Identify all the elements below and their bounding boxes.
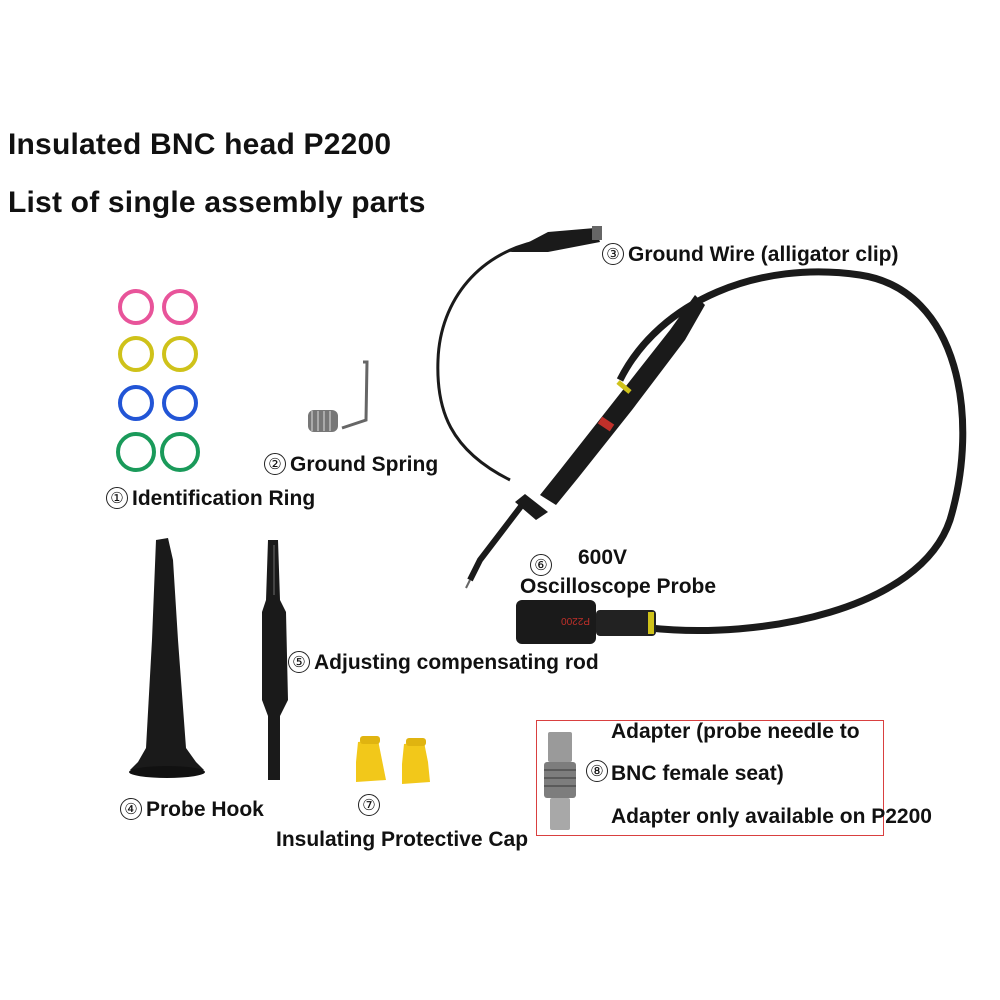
adapter-highlight-box xyxy=(536,720,884,836)
bnc-head-image: P2200 xyxy=(516,600,656,644)
identification-rings xyxy=(116,289,200,472)
ring-green-2 xyxy=(160,432,200,472)
adapter-line2-text: BNC female seat) xyxy=(611,762,784,785)
part-number-4: ④ xyxy=(120,798,142,820)
adapter-line3-text: Adapter only available on P2200 xyxy=(611,805,932,828)
probe-cable-image xyxy=(436,238,967,635)
probe-voltage-text: 600V xyxy=(578,546,628,569)
ring-blue-1 xyxy=(118,385,154,421)
part-number-5: ⑤ xyxy=(288,651,310,673)
identification-ring-text: Identification Ring xyxy=(132,487,316,510)
ring-yellow-2 xyxy=(162,336,198,372)
ring-pink-2 xyxy=(162,289,198,325)
ground-spring-text: Ground Spring xyxy=(290,453,439,476)
probe-body-image xyxy=(465,295,705,589)
ring-blue-2 xyxy=(162,385,198,421)
ring-yellow-1 xyxy=(118,336,154,372)
page-subtitle: List of single assembly parts xyxy=(8,186,426,219)
part-number-3: ③ xyxy=(602,243,624,265)
compensating-rod-text: Adjusting compensating rod xyxy=(314,651,599,674)
part-number-6: ⑥ xyxy=(530,554,552,576)
ground-wire-text: Ground Wire (alligator clip) xyxy=(628,243,899,266)
part-number-8: ⑧ xyxy=(586,760,608,782)
part-number-1: ① xyxy=(106,487,128,509)
svg-text:P2200: P2200 xyxy=(561,615,590,626)
adapter-image xyxy=(544,732,576,830)
probe-name-text: Oscilloscope Probe xyxy=(520,575,717,598)
compensating-rod-image xyxy=(262,540,288,780)
part-number-7: ⑦ xyxy=(358,794,380,816)
protective-caps-image xyxy=(356,736,430,784)
alligator-clip-image xyxy=(510,226,602,252)
ground-spring-image xyxy=(308,360,369,432)
probe-hook-image xyxy=(129,538,205,778)
adapter-line1-text: Adapter (probe needle to xyxy=(611,720,860,743)
ring-green-1 xyxy=(116,432,156,472)
protective-cap-text: Insulating Protective Cap xyxy=(276,828,529,851)
probe-hook-text: Probe Hook xyxy=(146,798,264,821)
page-title: Insulated BNC head P2200 xyxy=(8,128,392,161)
ring-pink-1 xyxy=(118,289,154,325)
part-number-2: ② xyxy=(264,453,286,475)
